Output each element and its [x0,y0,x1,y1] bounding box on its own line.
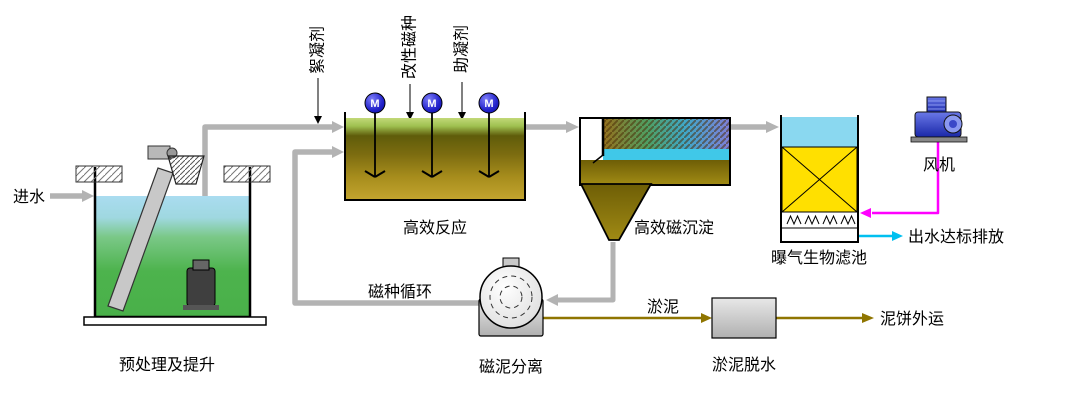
sludge-zone [581,160,729,184]
biofilter-unit: 曝气生物滤池 [771,115,867,267]
effluent-arrowhead-icon [892,231,903,241]
seed-recycle-arrowhead-icon [332,146,344,158]
mixer-1-blade-left [364,170,376,178]
diffuser-icon [804,214,820,226]
influent-label: 进水 [13,188,45,206]
separator-drum [479,265,543,329]
submersible-pump [186,267,216,307]
mud-cake-label: 泥饼外运 [880,310,944,328]
seed-recycle-label: 磁种循环 [368,283,432,301]
effluent-label: 出水达标排放 [908,228,1004,246]
blower-label: 风机 [923,156,955,174]
media-cross-line-2 [781,146,858,213]
dewatering-unit: 淤泥脱水 淤泥 泥饼外运 [647,297,944,374]
mixer-1-motor-label: M [370,98,379,110]
ground-block-left [75,165,123,183]
sedimentation-to-biofilter-arrowhead-icon [766,121,779,133]
air-line [872,142,940,215]
pump-base [183,305,219,310]
lamella-plates-icon [603,119,729,149]
sludge-arrowhead-icon [701,313,712,323]
reaction-label: 高效反应 [403,218,467,237]
mud-cake-arrowhead-icon [862,313,874,323]
mixer-1-blade-right [374,170,386,178]
mixer-2-motor-icon [421,92,443,114]
magnetic-seed-arrowhead-icon [406,112,414,120]
dewatering-label: 淤泥脱水 [712,356,776,374]
pretreatment-tank-slab [83,316,267,326]
mixer-3-blade-left [478,170,490,178]
flocculant-label: 絮凝剂 [309,26,327,74]
clear-water-zone [603,149,729,162]
reaction-tank-unit: M M M 高效反应 [344,92,526,237]
baffle-deflector [592,154,604,164]
mixer-3-motor-icon [478,92,500,114]
reaction-tank-walls [344,112,526,201]
hopper-to-separator-pipe [557,242,616,303]
biofilter-walls [780,115,859,243]
pretreatment-unit: 进水 预处理及提升 [13,145,271,374]
drum-core-ring-icon [499,285,523,309]
air-arrowhead-icon [860,208,871,218]
mixer-2-motor-label: M [427,98,436,110]
diffuser-icon [786,214,802,226]
separator-label: 磁泥分离 [479,358,543,376]
coagulant-aid-label: 助凝剂 [453,25,471,73]
biofilter-label: 曝气生物滤池 [771,249,867,267]
dosing-points: 絮凝剂 改性磁种 助凝剂 [309,15,471,170]
sedimentation-unit: 高效磁沉淀 [579,117,731,241]
ground-block-right [223,165,271,183]
sedimentation-tank-walls [579,117,731,186]
diffuser-icon [822,214,838,226]
feed-arrowhead-icon [332,121,344,133]
mixer-3-blade-right [488,170,500,178]
biofilter-water-layer [782,117,857,147]
drum-separator-unit: 磁泥分离 磁种循环 [368,257,544,376]
flocculant-arrowhead-icon [314,116,322,124]
influent-arrowhead-icon [82,190,94,202]
coagulant-aid-arrowhead-icon [458,112,466,120]
seed-recycle-pipe [292,149,482,306]
hopper-to-separator-arrowhead-icon [546,294,558,306]
sludge-hopper [579,183,653,241]
mixer-2-blade-left [421,170,433,178]
dewatering-box [711,297,777,339]
drum-inner-ring-icon [489,275,533,319]
pump-outlet [192,259,210,271]
blower-unit: 风机 [910,96,968,174]
mixer-3-motor-label: M [484,98,493,110]
discharge-chute [167,155,205,185]
reaction-to-sedimentation-arrowhead-icon [566,121,579,133]
mixer-1-motor-icon [364,92,386,114]
sedimentation-label: 高效磁沉淀 [634,219,714,237]
sludge-label: 淤泥 [647,298,679,316]
magnetic-seed-label: 改性磁种 [401,15,419,79]
blower-base [910,136,968,143]
reaction-liquid [346,118,524,199]
diffuser-icon [840,214,856,226]
pretreatment-label: 预处理及提升 [119,356,215,374]
mixer-2-blade-right [431,170,443,178]
blower-shaft-icon [949,120,957,128]
